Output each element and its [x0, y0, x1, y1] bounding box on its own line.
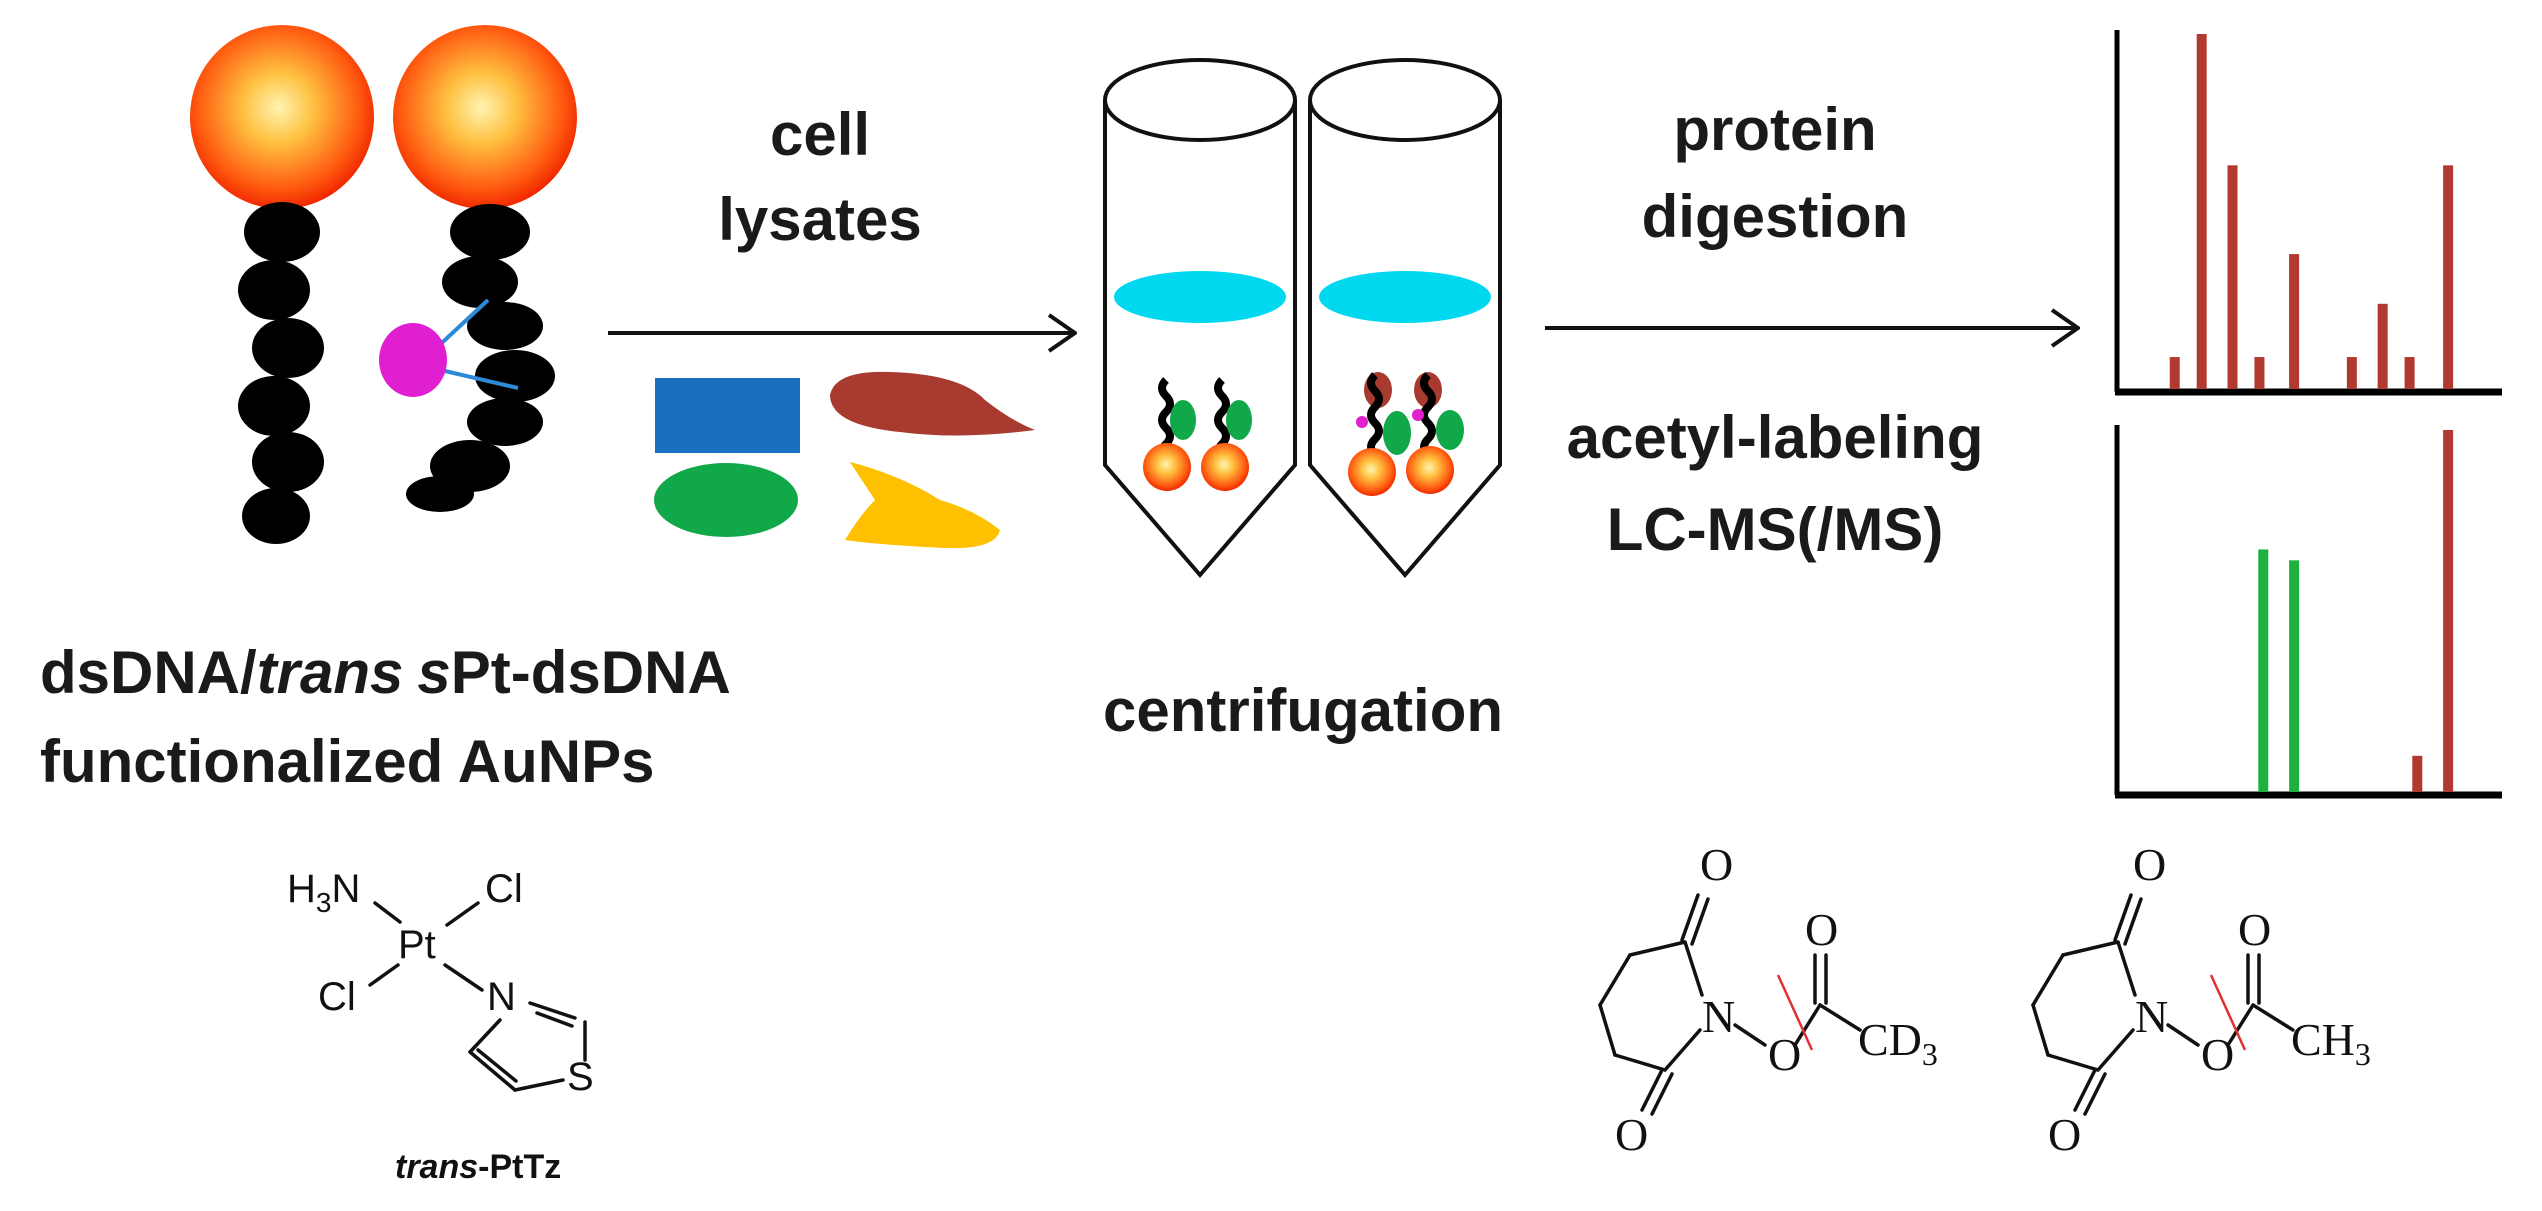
atom-h-subscript: 3	[316, 887, 332, 918]
atom-o-ester: O	[1768, 1029, 1801, 1080]
svg-text:CD3: CD3	[1858, 1014, 1938, 1072]
centrifuge-tube-transpt	[1308, 58, 1502, 579]
centrifuge-tube-dsdna	[1103, 58, 1297, 579]
bound-protein-green	[1170, 400, 1196, 440]
atom-n-ammine: N	[331, 867, 360, 911]
atom-h: H	[287, 867, 316, 911]
left-label-trans: trans	[257, 639, 404, 706]
step-label-digestion: digestion	[1642, 183, 1909, 250]
atom-o-carbonyl: O	[1805, 904, 1838, 955]
group-cd: CD	[1858, 1014, 1922, 1065]
atom-cl-top: Cl	[485, 867, 523, 911]
protein-green-oval	[654, 463, 798, 537]
svg-text:trans-PtTz: trans-PtTz	[395, 1148, 561, 1186]
atom-o-top: O	[2133, 839, 2166, 890]
atom-n-succinimide: N	[1702, 991, 1735, 1042]
atom-n-succinimide: N	[2135, 991, 2168, 1042]
atom-o-top: O	[1700, 839, 1733, 890]
pellet-aunps	[1348, 372, 1464, 496]
left-label-pt-dsdna: Pt-dsDNA	[451, 639, 731, 706]
step-label-lcms: LC-MS(/MS)	[1607, 496, 1944, 563]
atom-n-thiazole: N	[487, 975, 516, 1019]
cleavage-line	[1776, 974, 1814, 1051]
spectrum-peak	[2289, 254, 2300, 389]
platinum-marker-small	[1356, 416, 1368, 428]
step-label-lysates: lysates	[718, 186, 922, 253]
spectrum-peak	[2258, 549, 2269, 792]
bound-protein-green	[1226, 400, 1252, 440]
atom-pt: Pt	[398, 923, 436, 967]
compound-name-pttz: -PtTz	[478, 1148, 561, 1186]
protein-yellow-shape	[845, 462, 1000, 549]
atom-o-ester: O	[2201, 1029, 2234, 1080]
mass-spectrum-top	[2114, 30, 2502, 396]
step-label-acetyl-labeling: acetyl-labeling	[1567, 404, 1984, 471]
bound-protein-green	[1383, 411, 1411, 455]
pellet-aunps	[1143, 377, 1252, 491]
bound-protein-green	[1436, 410, 1464, 450]
group-ch: CH	[2291, 1014, 2355, 1065]
spectrum-peak	[2377, 303, 2388, 389]
spectrum-peak	[2289, 560, 2300, 792]
group-cd-subscript: 3	[1922, 1036, 1938, 1072]
spectrum-peak	[2196, 34, 2207, 389]
cyan-cushion-band	[1319, 271, 1491, 323]
spectrum-peak	[2346, 357, 2357, 389]
spectrum-peak	[2254, 357, 2265, 389]
dsdna-aunp	[190, 25, 374, 544]
spectrum-peak	[2443, 430, 2454, 792]
trans-pttz-structure: H3N Pt Cl Cl N S trans-PtTz	[287, 867, 594, 1186]
atom-o-carbonyl: O	[2238, 904, 2271, 955]
svg-text:CH3: CH3	[2291, 1014, 2371, 1072]
spectrum-peak	[2404, 357, 2415, 389]
spectrum-peak	[2443, 165, 2454, 389]
left-label-functionalized: functionalized AuNPs	[40, 728, 654, 795]
left-label-dsdna: dsDNA/	[40, 639, 257, 706]
nhs-acetate-d3-structure: O O N O O CD3	[1598, 839, 1938, 1160]
platinum-marker-small	[1412, 409, 1424, 421]
step-label-centrifugation: centrifugation	[1103, 677, 1503, 744]
protein-red-blob	[830, 371, 1035, 436]
protein-blue-rectangle	[655, 378, 800, 453]
step-label-protein: protein	[1673, 96, 1876, 163]
atom-s-thiazole: S	[567, 1055, 594, 1099]
atom-cl-left: Cl	[318, 975, 356, 1019]
lysate-proteins	[654, 371, 1035, 549]
cyan-cushion-band	[1114, 271, 1286, 323]
mass-spectrum-bottom	[2114, 425, 2502, 799]
spectrum-peak	[2169, 357, 2180, 389]
cleavage-line	[2209, 974, 2247, 1051]
step-label-cell: cell	[770, 101, 870, 168]
atom-o-bottom: O	[1615, 1109, 1648, 1160]
platinum-complex-marker	[379, 323, 447, 397]
platinated-dsdna-helix	[406, 204, 555, 512]
nhs-acetate-h3-structure: O O N O O CH3	[2031, 839, 2371, 1160]
dsdna-helix	[238, 202, 324, 544]
atom-o-bottom: O	[2048, 1109, 2081, 1160]
left-label-s: s	[417, 639, 450, 706]
compound-name-trans: trans	[395, 1148, 478, 1186]
gold-nanoparticle	[393, 25, 577, 209]
transpt-dsdna-aunp	[379, 25, 577, 512]
svg-text:H3N: H3N	[287, 867, 360, 918]
pt-crosslink-bond	[431, 366, 519, 390]
group-ch-subscript: 3	[2355, 1036, 2371, 1072]
gold-nanoparticle	[190, 25, 374, 209]
spectrum-peak	[2227, 165, 2238, 389]
spectrum-peak	[2412, 755, 2423, 792]
